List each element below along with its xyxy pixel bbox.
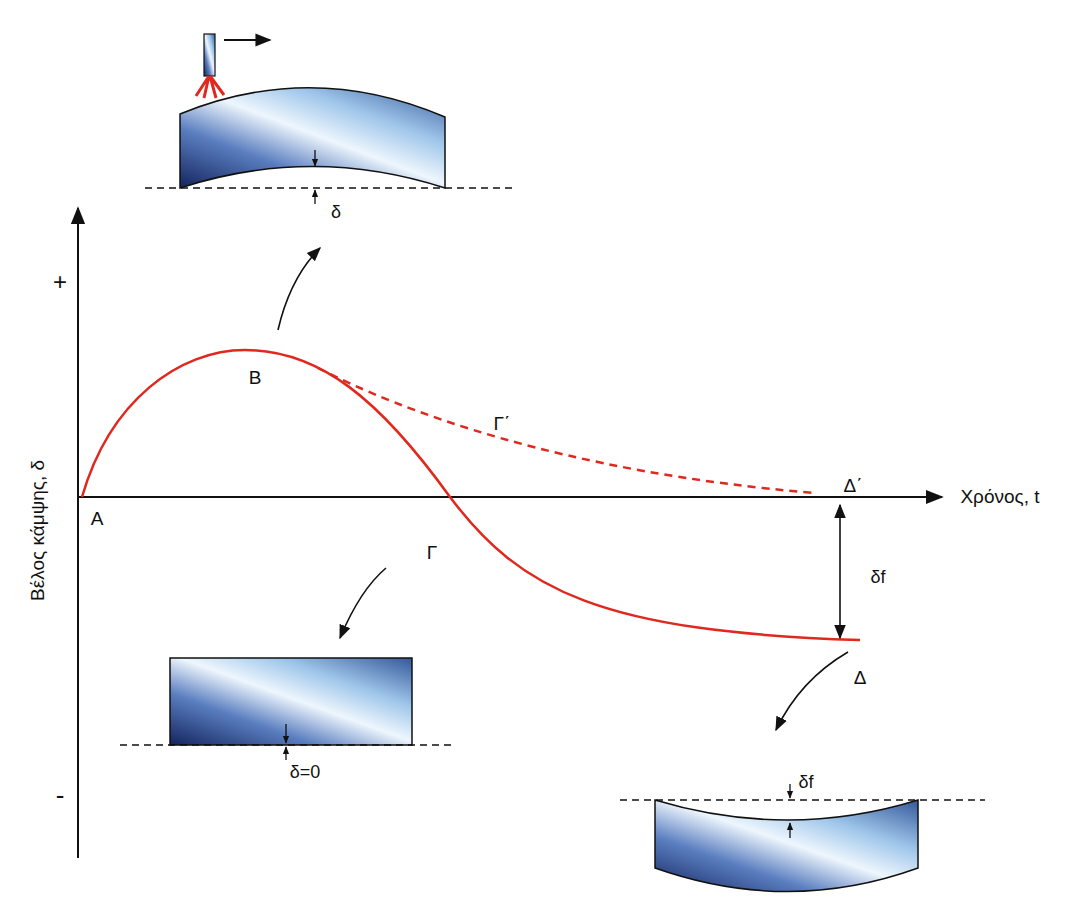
pointer-arrow <box>340 568 386 638</box>
point-label: Γ΄ <box>494 414 511 435</box>
point-label: Δ΄ <box>843 476 862 497</box>
bent-plate <box>180 88 445 188</box>
dimension-label: δ=0 <box>290 763 321 783</box>
dimension-label: δf <box>870 568 885 588</box>
point-label: Δ <box>854 668 867 689</box>
dim-arrow <box>789 823 790 838</box>
dim-arrow <box>285 747 286 760</box>
dim-arrow <box>839 505 841 530</box>
dimension-label: δf <box>798 773 813 793</box>
point-label: Γ <box>427 543 437 564</box>
deflection-curve <box>82 350 860 640</box>
axis-title: Βέλος κάμψης, δ <box>28 460 49 601</box>
reference-line <box>620 799 985 800</box>
dim-arrow <box>789 784 790 798</box>
sign-plus: + <box>53 269 67 295</box>
axis-title: Χρόνος, t <box>960 487 1039 508</box>
pointer-arrow <box>278 248 320 330</box>
travel-arrow <box>224 39 270 41</box>
torch <box>204 34 215 76</box>
dim-arrow <box>285 724 286 743</box>
reference-line <box>120 744 452 745</box>
dimension-label: δ <box>331 203 341 223</box>
point-label: Β <box>249 368 262 389</box>
bent-plate <box>655 800 918 892</box>
reference-line <box>145 187 512 188</box>
dim-arrow <box>314 150 315 166</box>
x-axis <box>78 496 942 498</box>
restrained-curve <box>318 368 815 493</box>
sign-minus: - <box>56 781 65 810</box>
flat-plate <box>170 658 412 745</box>
dim-arrow <box>839 530 841 638</box>
point-label: Α <box>91 509 104 530</box>
y-axis <box>77 208 79 858</box>
pointer-arrow <box>776 652 848 730</box>
dim-arrow <box>314 190 315 204</box>
flame <box>196 76 224 98</box>
